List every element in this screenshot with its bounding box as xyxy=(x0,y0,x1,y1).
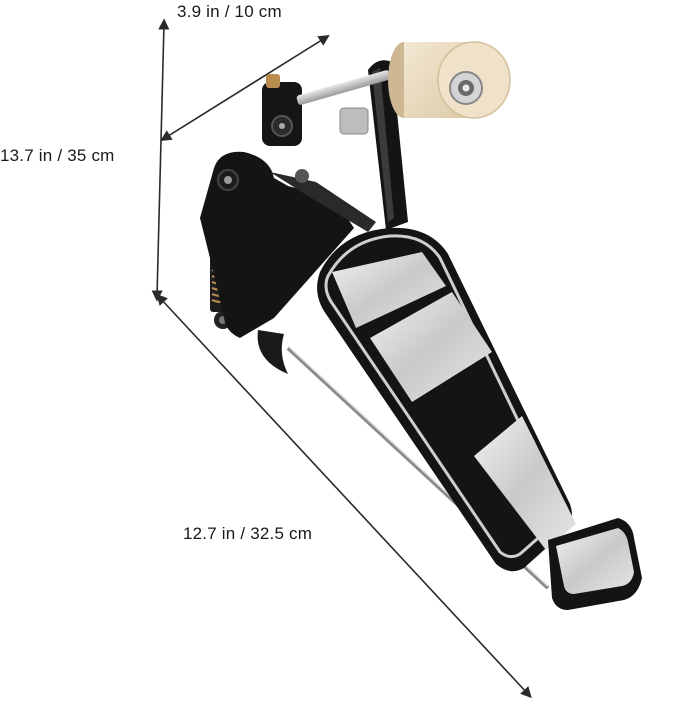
beater-hub xyxy=(262,70,391,146)
width-dimension-label: 3.9 in / 10 cm xyxy=(177,2,282,21)
height-dimension-line xyxy=(151,18,170,302)
beater-felt-head xyxy=(388,41,511,119)
pedal-frame xyxy=(200,151,376,374)
height-dimension-label: 13.7 in / 35 cm xyxy=(0,146,115,165)
width-dimension-line xyxy=(160,35,330,141)
length-dimension-label: 12.7 in / 32.5 cm xyxy=(183,524,313,543)
right-post xyxy=(368,60,408,231)
footboard xyxy=(317,227,642,610)
length-dimension-line xyxy=(156,293,532,699)
